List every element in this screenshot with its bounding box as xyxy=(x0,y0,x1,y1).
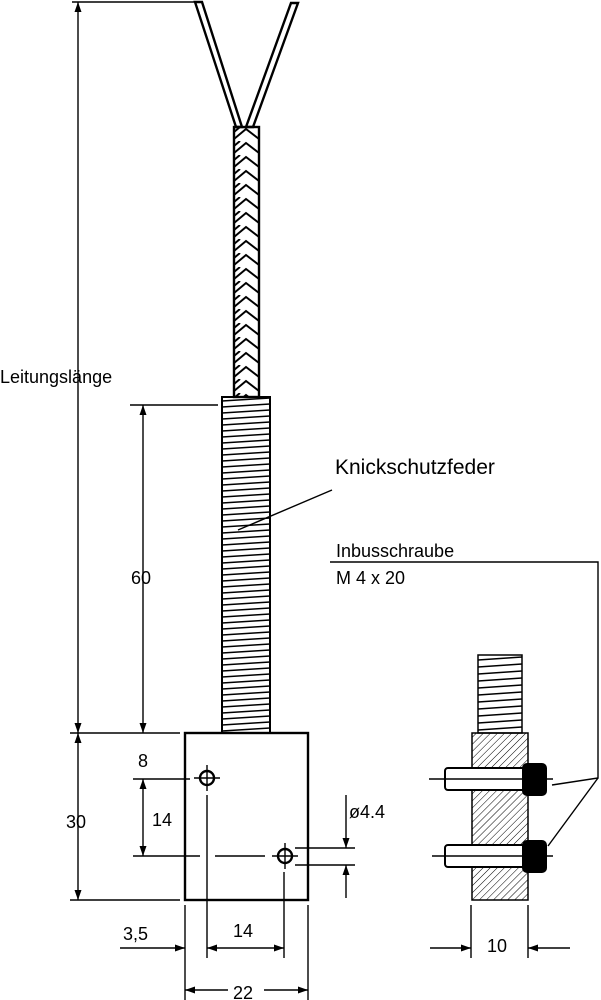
screw-title-label: Inbusschraube xyxy=(336,541,454,561)
dim-diameter: ø4.4 xyxy=(349,802,385,822)
dim-14-vertical: 14 xyxy=(152,810,172,830)
dim-60: 60 xyxy=(131,568,151,588)
hole-top xyxy=(194,765,220,791)
screw-spec-label: M 4 x 20 xyxy=(336,568,405,588)
wire-ends xyxy=(193,0,300,129)
dim-8: 8 xyxy=(138,751,148,771)
dim-10: 10 xyxy=(487,936,507,956)
spring xyxy=(221,396,271,734)
side-view xyxy=(429,654,553,901)
sensor-block xyxy=(183,731,310,902)
screw-top xyxy=(429,763,553,796)
braided-cable xyxy=(232,125,261,399)
dim-22: 22 xyxy=(233,983,253,1000)
screw-bottom xyxy=(432,840,553,873)
spring-label: Knickschutzfeder xyxy=(335,456,495,479)
hole-bottom xyxy=(272,843,298,869)
dim-14-horizontal: 14 xyxy=(233,921,253,941)
dim-3-5: 3,5 xyxy=(123,924,148,944)
cable-length-label: Leitungslänge xyxy=(0,367,112,387)
dim-30: 30 xyxy=(66,812,86,832)
